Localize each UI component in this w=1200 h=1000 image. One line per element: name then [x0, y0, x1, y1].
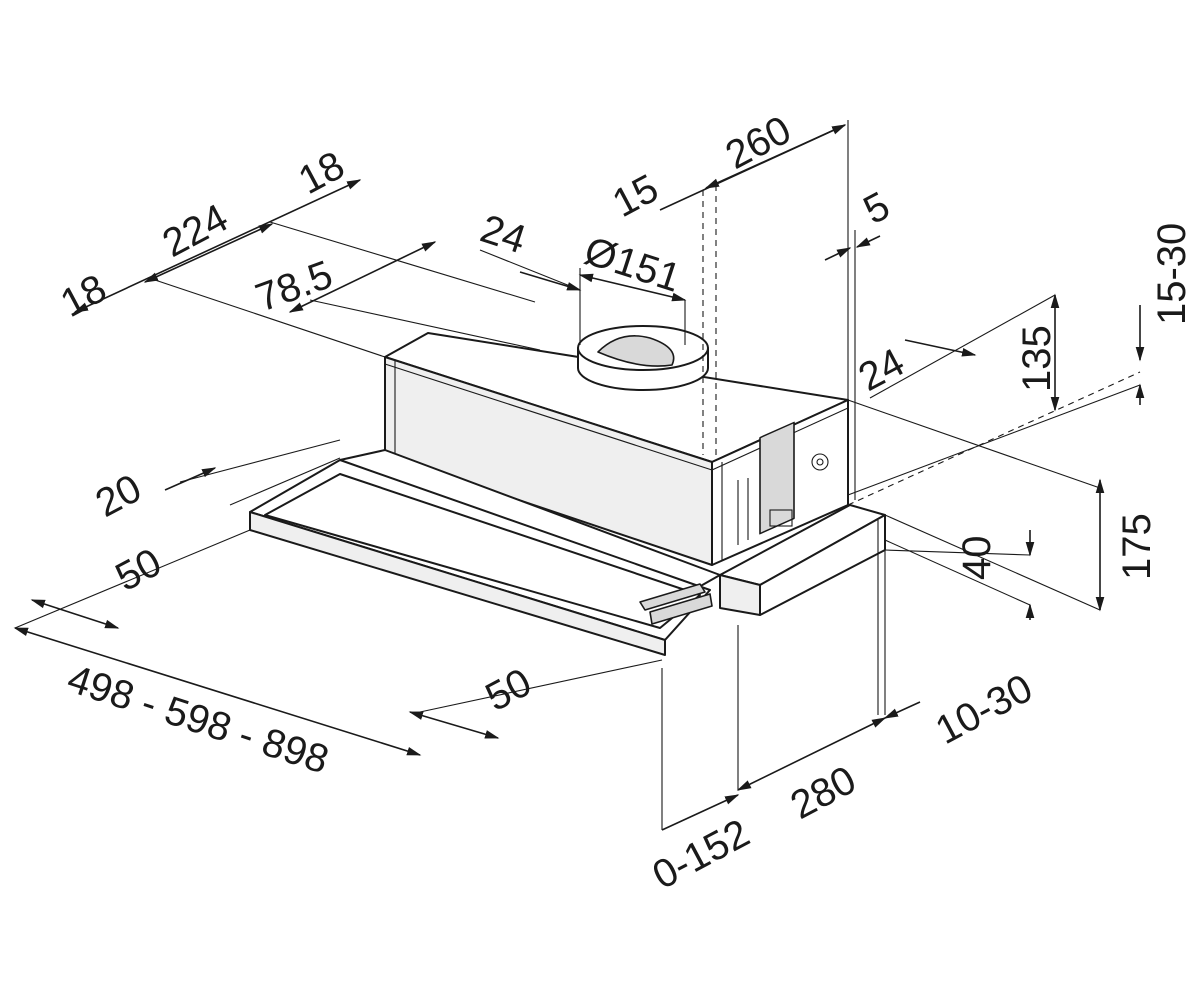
dim-260: 260 [719, 108, 799, 178]
dim-diameter-151: Ø151 [579, 229, 686, 301]
dim-18-right: 18 [292, 143, 352, 203]
dim-50-front: 50 [479, 660, 539, 720]
control-panel [759, 421, 795, 535]
dim-24-side: 24 [852, 340, 912, 400]
duct-collar [577, 325, 709, 391]
dim-18-left: 18 [54, 266, 114, 326]
dim-width-options: 498 - 598 - 898 [62, 657, 334, 783]
dim-5: 5 [857, 184, 897, 233]
control-knob-icon [811, 453, 829, 471]
dim-175: 175 [1115, 513, 1159, 580]
dim-50-left: 50 [109, 540, 169, 600]
dim-15-30: 15-30 [1150, 223, 1194, 325]
dim-15-top: 15 [606, 166, 666, 226]
dimension-lines [13, 124, 1145, 831]
sliding-drawer [249, 449, 721, 656]
dim-280: 280 [784, 758, 864, 828]
dim-40: 40 [955, 536, 999, 581]
hood-body [384, 332, 849, 566]
dim-224: 224 [156, 196, 236, 266]
dim-135: 135 [1015, 325, 1059, 392]
dim-24-top: 24 [475, 207, 531, 263]
dim-20: 20 [89, 466, 149, 526]
dim-10-30: 10-30 [929, 666, 1040, 753]
cabinet-base [661, 504, 886, 830]
